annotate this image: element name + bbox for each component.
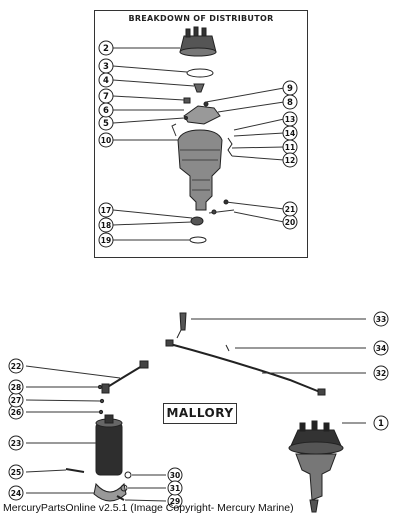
high-tension-lead-drawing [165, 339, 366, 396]
callout-number: 6 [103, 106, 109, 116]
callout-2: 2 [98, 40, 114, 56]
callout-3: 3 [98, 58, 114, 74]
coil-nuts-drawing [97, 384, 105, 415]
callout-33: 33 [373, 311, 389, 327]
callout-4: 4 [98, 72, 114, 88]
callout-31: 31 [167, 480, 183, 496]
callout-1: 1 [373, 415, 389, 431]
callout-28: 28 [8, 379, 24, 395]
diagram-title: BREAKDOWN OF DISTRIBUTOR [128, 14, 274, 23]
callout-14: 14 [282, 125, 298, 141]
callout-number: 30 [170, 471, 180, 480]
callout-group: 1234567891011121314171819202122232425262… [8, 40, 389, 509]
callout-17: 17 [98, 202, 114, 218]
callout-8: 8 [282, 94, 298, 110]
callout-number: 23 [11, 439, 21, 448]
ignition-coil-drawing [26, 414, 123, 476]
drive-gear-drawing [190, 199, 235, 226]
callout-number: 18 [101, 221, 111, 230]
callout-number: 20 [285, 218, 295, 227]
footer-caption: MercuryPartsOnline v2.5.1 (Image Copyrig… [3, 502, 294, 514]
callout-number: 8 [287, 98, 293, 108]
callout-22: 22 [8, 358, 24, 374]
callout-7: 7 [98, 88, 114, 104]
callout-20: 20 [282, 214, 298, 230]
gasket-drawing [189, 236, 207, 244]
rotor-drawing [193, 83, 205, 93]
callout-34: 34 [373, 340, 389, 356]
o-ring-drawing [186, 68, 214, 78]
callout-number: 33 [376, 315, 386, 324]
callout-number: 5 [103, 119, 109, 129]
callout-30: 30 [167, 467, 183, 483]
callout-number: 24 [11, 489, 21, 498]
spark-plug-drawing [176, 312, 366, 339]
callout-5: 5 [98, 115, 114, 131]
callout-21: 21 [282, 201, 298, 217]
callout-11: 11 [282, 139, 298, 155]
callout-number: 32 [376, 369, 386, 378]
callout-number: 21 [285, 205, 295, 214]
callout-number: 11 [285, 143, 295, 152]
callout-number: 10 [101, 136, 111, 145]
callout-number: 4 [103, 76, 109, 86]
callout-number: 2 [103, 44, 109, 54]
callout-18: 18 [98, 217, 114, 233]
callout-25: 25 [8, 464, 24, 480]
callout-number: 29 [170, 497, 180, 506]
distributor-assembly-drawing [288, 420, 366, 513]
callout-9: 9 [282, 80, 298, 96]
resistor-wire-drawing [225, 344, 230, 352]
distributor-breakdown-frame [94, 10, 308, 258]
callout-27: 27 [8, 392, 24, 408]
distributor-cap-drawing [179, 26, 217, 57]
bolt-drawing [65, 468, 85, 473]
callout-number: 25 [11, 468, 21, 477]
distributor-body-drawing [171, 123, 223, 211]
callout-number: 22 [11, 362, 21, 371]
callout-number: 19 [101, 236, 111, 245]
callout-number: 9 [287, 84, 293, 94]
callout-12: 12 [282, 152, 298, 168]
callout-number: 26 [11, 408, 21, 417]
callout-10: 10 [98, 132, 114, 148]
breaker-plate-drawing [183, 97, 221, 125]
callout-number: 27 [11, 396, 21, 405]
callout-number: 3 [103, 62, 109, 72]
callout-32: 32 [373, 365, 389, 381]
callout-13: 13 [282, 111, 298, 127]
callout-6: 6 [98, 102, 114, 118]
callout-number: 28 [11, 383, 21, 392]
callout-19: 19 [98, 232, 114, 248]
bracket-hardware-drawing [116, 471, 167, 502]
brand-label: MALLORY [163, 403, 237, 424]
callout-number: 17 [101, 206, 111, 215]
callout-number: 13 [285, 115, 295, 124]
callout-number: 34 [376, 344, 386, 353]
callout-23: 23 [8, 435, 24, 451]
callout-number: 14 [285, 129, 295, 138]
callout-24: 24 [8, 485, 24, 501]
callout-number: 12 [285, 156, 295, 165]
callout-number: 31 [170, 484, 180, 493]
spring-drawing [227, 137, 233, 157]
callout-number: 7 [103, 92, 109, 102]
callout-number: 1 [378, 419, 384, 429]
coil-wire-drawing [25, 360, 149, 394]
